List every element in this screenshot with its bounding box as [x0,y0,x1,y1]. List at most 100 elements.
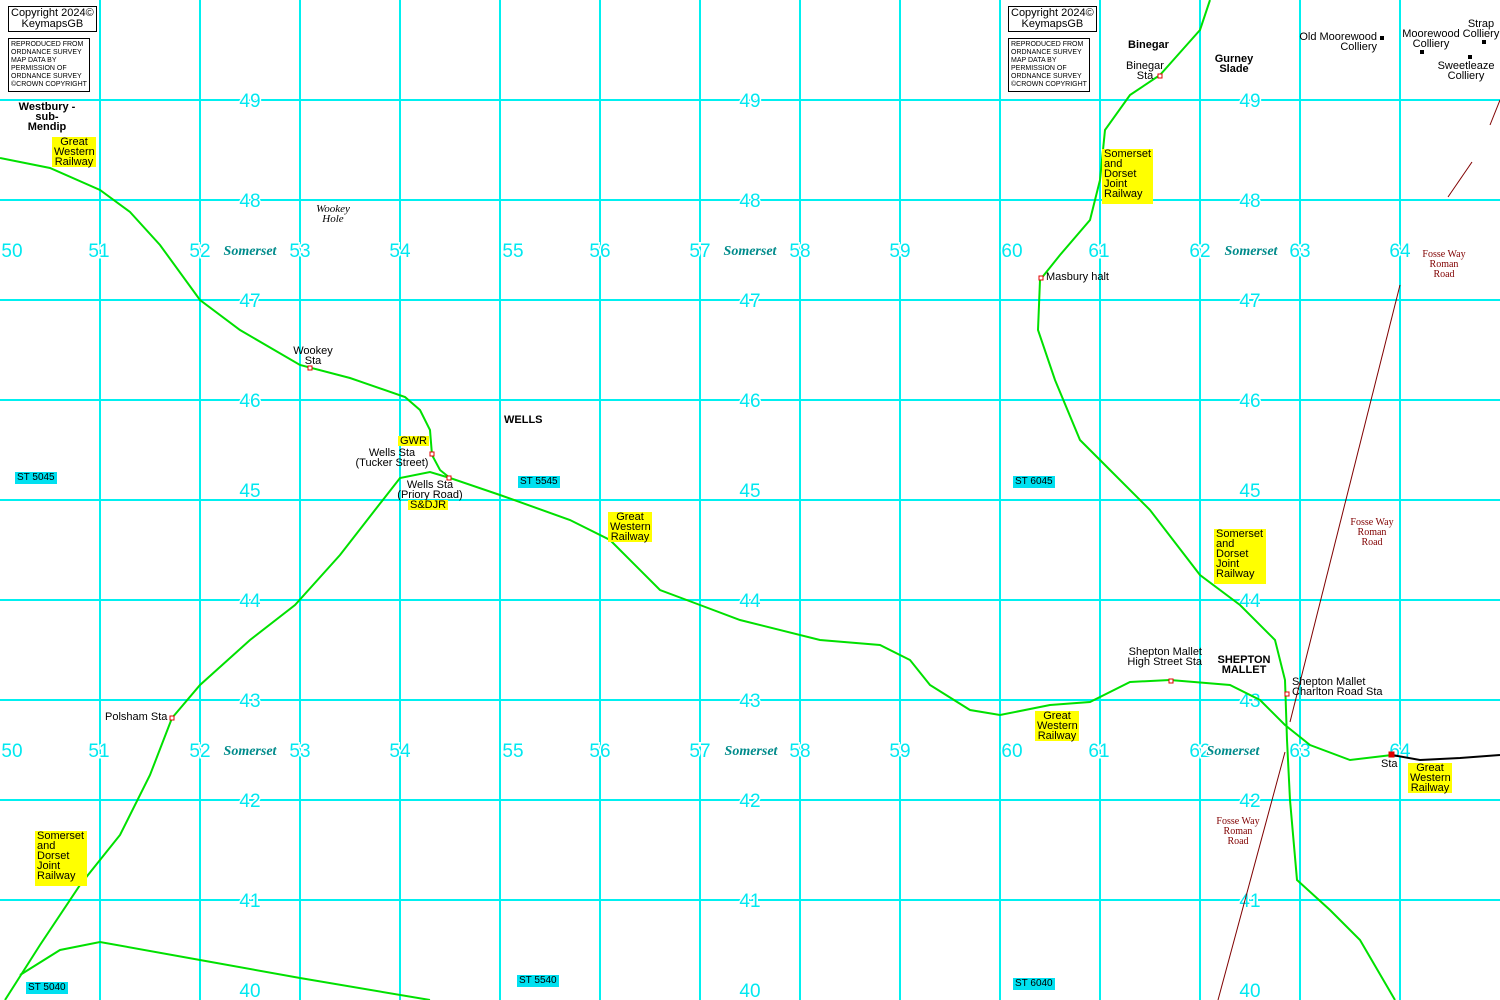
grid-ref: ST 6045 [1013,476,1055,488]
easting-label: 58 [789,741,810,762]
easting-label: 57 [689,741,710,762]
copyright-box-2: Copyright 2024©KeymapsGB [1008,6,1097,32]
label-gwr-short: GWR [398,435,429,447]
colliery-strap: Strap Colliery [1462,18,1500,40]
label-gwr: Great Western Railway [1408,762,1452,794]
easting-label: 50 [1,241,22,262]
label-gwr: Great Western Railway [608,511,652,543]
colliery-markers [1380,36,1486,59]
permission-line: REPRODUCED FROM [1011,41,1084,48]
easting-label: 58 [789,241,810,262]
easting-label: 54 [389,741,411,762]
easting-label: 51 [88,741,109,762]
station-binegar: Binegar Sta [1126,60,1164,82]
station-shepton-high-street: Shepton Mallet High Street Sta [1127,646,1202,668]
sdjr-branch-line [4,470,451,1000]
northing-label: 41 [1239,891,1260,912]
permission-line: ORDNANCE SURVEY [1011,73,1082,80]
easting-label: 56 [589,741,610,762]
county-label-somerset: Somerset [1207,744,1261,759]
station-cranmore: Sta [1381,758,1398,770]
easting-label: 61 [1088,241,1109,262]
northing-label: 45 [1239,481,1260,502]
northing-label: 40 [239,981,260,1000]
easting-label: 57 [689,241,710,262]
northing-label: 46 [239,391,260,412]
station-wells-tucker: Wells Sta (Tucker Street) [355,447,429,469]
colliery-sweetleaze: Sweetleaze Colliery [1437,60,1495,82]
easting-label: 55 [502,741,523,762]
county-label-somerset: Somerset [1225,244,1279,259]
place-wells: WELLS [504,414,543,426]
station-markers [169,73,1395,758]
northing-label: 47 [239,291,260,312]
colliery-moorewood: Moorewood Colliery [1402,28,1460,50]
northing-label: 44 [1239,591,1261,612]
northing-label: 49 [239,91,260,112]
label-fosse-way: Fosse Way Roman Road [1422,249,1466,280]
sdjr-main-line [1036,0,1396,1000]
easting-label: 52 [189,241,210,262]
permission-line: MAP DATA BY [11,57,57,64]
northing-label: 46 [739,391,760,412]
permission-line: PERMISSION OF [11,65,67,72]
station-wookey: Wookey Sta [293,345,333,367]
northing-label: 49 [1239,91,1260,112]
station-masbury: Masbury halt [1046,271,1109,283]
copyright-text: Copyright 2024© [1011,7,1094,19]
northing-label: 42 [739,791,760,812]
easting-label: 59 [889,741,910,762]
northing-label: 44 [239,591,261,612]
northing-label: 47 [739,291,760,312]
county-label-somerset: Somerset [724,244,778,259]
label-sdjr: Somerset and Dorset Joint Railway [1102,149,1153,204]
northing-label: 41 [739,891,760,912]
place-shepton-mallet: SHEPTON MALLET [1217,654,1271,676]
northing-label: 48 [739,191,760,212]
northing-label: 45 [739,481,760,502]
permission-line: ORDNANCE SURVEY [11,49,82,56]
permission-line: ©CROWN COPYRIGHT [11,81,87,88]
permission-line: ©CROWN COPYRIGHT [1011,81,1087,88]
northing-label: 49 [739,91,760,112]
railway-lines [0,0,1396,1000]
easting-label: 53 [289,741,310,762]
permission-line: ORDNANCE SURVEY [1011,49,1082,56]
northing-label: 46 [1239,391,1260,412]
northing-label: 48 [239,191,260,212]
permission-line: MAP DATA BY [1011,57,1057,64]
easting-label: 63 [1289,241,1310,262]
easting-label: 53 [289,241,310,262]
northing-label: 45 [239,481,260,502]
station-wells-priory: Wells Sta (Priory Road) [397,479,463,501]
northing-label: 42 [239,791,260,812]
label-fosse-way: Fosse Way Roman Road [1216,816,1260,847]
grid-ref: ST 5540 [517,975,559,987]
permission-line: PERMISSION OF [1011,65,1067,72]
easting-label: 61 [1088,741,1109,762]
label-sdjr: Somerset and Dorset Joint Railway [35,831,87,886]
northing-label: 40 [739,981,760,1000]
northing-label: 44 [739,591,761,612]
label-sdjr: Somerset and Dorset Joint Railway [1214,529,1266,584]
northing-label: 41 [239,891,260,912]
colliery-old-moorewood: Old Moorewood Colliery [1299,31,1377,53]
grid-ref: ST 5040 [26,982,68,994]
northing-label: 43 [1239,691,1260,712]
easting-label: 64 [1389,241,1411,262]
easting-label: 51 [88,241,109,262]
northing-label: 48 [1239,191,1260,212]
permission-line: ORDNANCE SURVEY [11,73,82,80]
grid-ref: ST 5045 [15,472,57,484]
easting-label: 60 [1001,741,1022,762]
northing-label: 47 [1239,291,1260,312]
easting-label: 55 [502,241,523,262]
place-wookey-hole: Wookey Hole [316,203,350,225]
station-polsham: Polsham Sta [105,711,168,723]
place-binegar: Binegar [1128,39,1169,51]
easting-label: 50 [1,741,22,762]
